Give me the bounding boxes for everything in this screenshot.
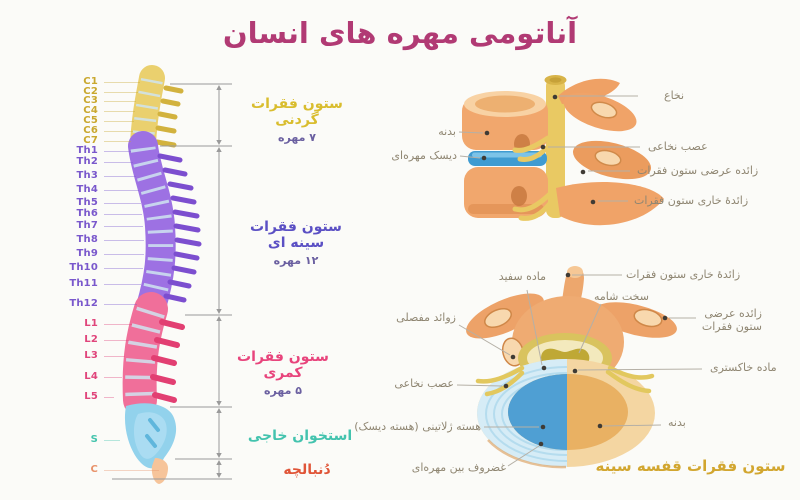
vertebra-label-l1: L1: [58, 319, 132, 329]
section-sacrum-name: استخوان خاجی: [247, 428, 353, 444]
vertebra-label-th4: Th4: [58, 185, 139, 195]
section-lumbar-count: ۵ مهره: [264, 384, 302, 397]
vertebra-label-th1: Th1: [58, 146, 131, 156]
vertebra-label-th5: Th5: [58, 198, 141, 208]
vertebra-label-l4: L4: [58, 372, 122, 382]
label-body-upper: بدنه: [438, 125, 456, 138]
vertebra-label-th9: Th9: [58, 249, 144, 259]
label-gray-matter: ماده خاکستری: [710, 361, 777, 374]
section-cervical-name: ستون فقرات گردنی: [251, 96, 343, 128]
vertebra-label-th7: Th7: [58, 221, 143, 231]
page-title: آناتومی مهره های انسان: [222, 16, 578, 50]
label-spinous-process-upper: زائدهٔ خاری ستون فقرات: [634, 194, 749, 207]
section-coccyx-name: دُنبالچه: [283, 462, 331, 478]
vertebra-label-c3: C3: [58, 96, 136, 106]
section-thoracic-count: ۱۲ مهره: [273, 254, 319, 267]
vertebra-label-c7: C7: [58, 136, 131, 146]
vertebra-label-c4: C4: [58, 106, 135, 116]
vertebra-label-c5: C5: [58, 116, 134, 126]
label-white-matter: ماده سفید: [498, 270, 546, 283]
section-sacrum: استخوان خاجی: [235, 428, 365, 444]
vertebra-label-l2: L2: [58, 335, 129, 345]
vertebra-pair-leaders: [458, 94, 640, 205]
spine-illustration: [122, 65, 202, 484]
section-thoracic: ستون فقرات سینه ای ۱۲ مهره: [231, 219, 361, 267]
label-transverse-process-lower: زائده عرضی ستون فقرات: [701, 307, 762, 333]
section-cervical: ستون فقرات گردنی ۷ مهره: [232, 96, 362, 144]
label-intervertebral-cartilage: غضروف بین مهره‌ای: [411, 461, 506, 474]
vertebra-pair-illustration: [462, 75, 664, 226]
vertebra-label-th10: Th10: [58, 263, 143, 273]
label-spinal-nerve-upper: عصب نخاعی: [648, 140, 708, 153]
vertebra-label-th8: Th8: [58, 235, 144, 245]
vertebra-label-c2: C2: [58, 87, 138, 97]
section-lumbar: ستون فقرات کمری ۵ مهره: [218, 349, 348, 397]
vertebra-label-c1: C1: [58, 77, 140, 87]
axial-vertebra-leaders: [456, 272, 703, 467]
label-articular-processes: زوائد مفصلی: [396, 311, 456, 324]
label-spinal-nerve-lower: عصب نخاعی: [394, 377, 454, 390]
label-transverse-process-upper: زائده عرضی ستون فقرات: [637, 164, 759, 177]
label-spinal-cord: نخاع: [664, 89, 685, 102]
label-spinous-process-lower: زائدهٔ خاری ستون فقرات: [626, 268, 741, 281]
section-lumbar-name: ستون فقرات کمری: [237, 349, 329, 381]
vertebra-label-th12: Th12: [58, 299, 137, 309]
vertebra-label-coccyx: C: [58, 465, 159, 475]
vertebra-label-l3: L3: [58, 351, 125, 361]
section-cervical-count: ۷ مهره: [278, 131, 316, 144]
axial-vertebra-illustration: [466, 266, 677, 469]
vertebra-label-s: S: [58, 435, 120, 445]
vertebra-label-c6: C6: [58, 126, 133, 136]
figure-caption: ستون فقرات قفسه سینه: [595, 457, 786, 475]
section-brackets: [112, 83, 232, 480]
label-body-lower: بدنه: [668, 416, 686, 429]
vertebra-label-th6: Th6: [58, 209, 142, 219]
label-dura-mater: سخت شامه: [594, 290, 649, 303]
vertebra-label-th2: Th2: [58, 157, 133, 167]
label-nucleus: هسته ژلاتینی (هسته دیسک): [354, 420, 481, 433]
section-coccyx: دُنبالچه: [242, 462, 372, 478]
label-disc: دیسک مهره‌ای: [391, 149, 457, 162]
vertebra-label-th11: Th11: [58, 279, 141, 289]
vertebra-label-l5: L5: [58, 392, 114, 402]
section-thoracic-name: ستون فقرات سینه ای: [250, 219, 342, 251]
vertebra-label-th3: Th3: [58, 171, 136, 181]
